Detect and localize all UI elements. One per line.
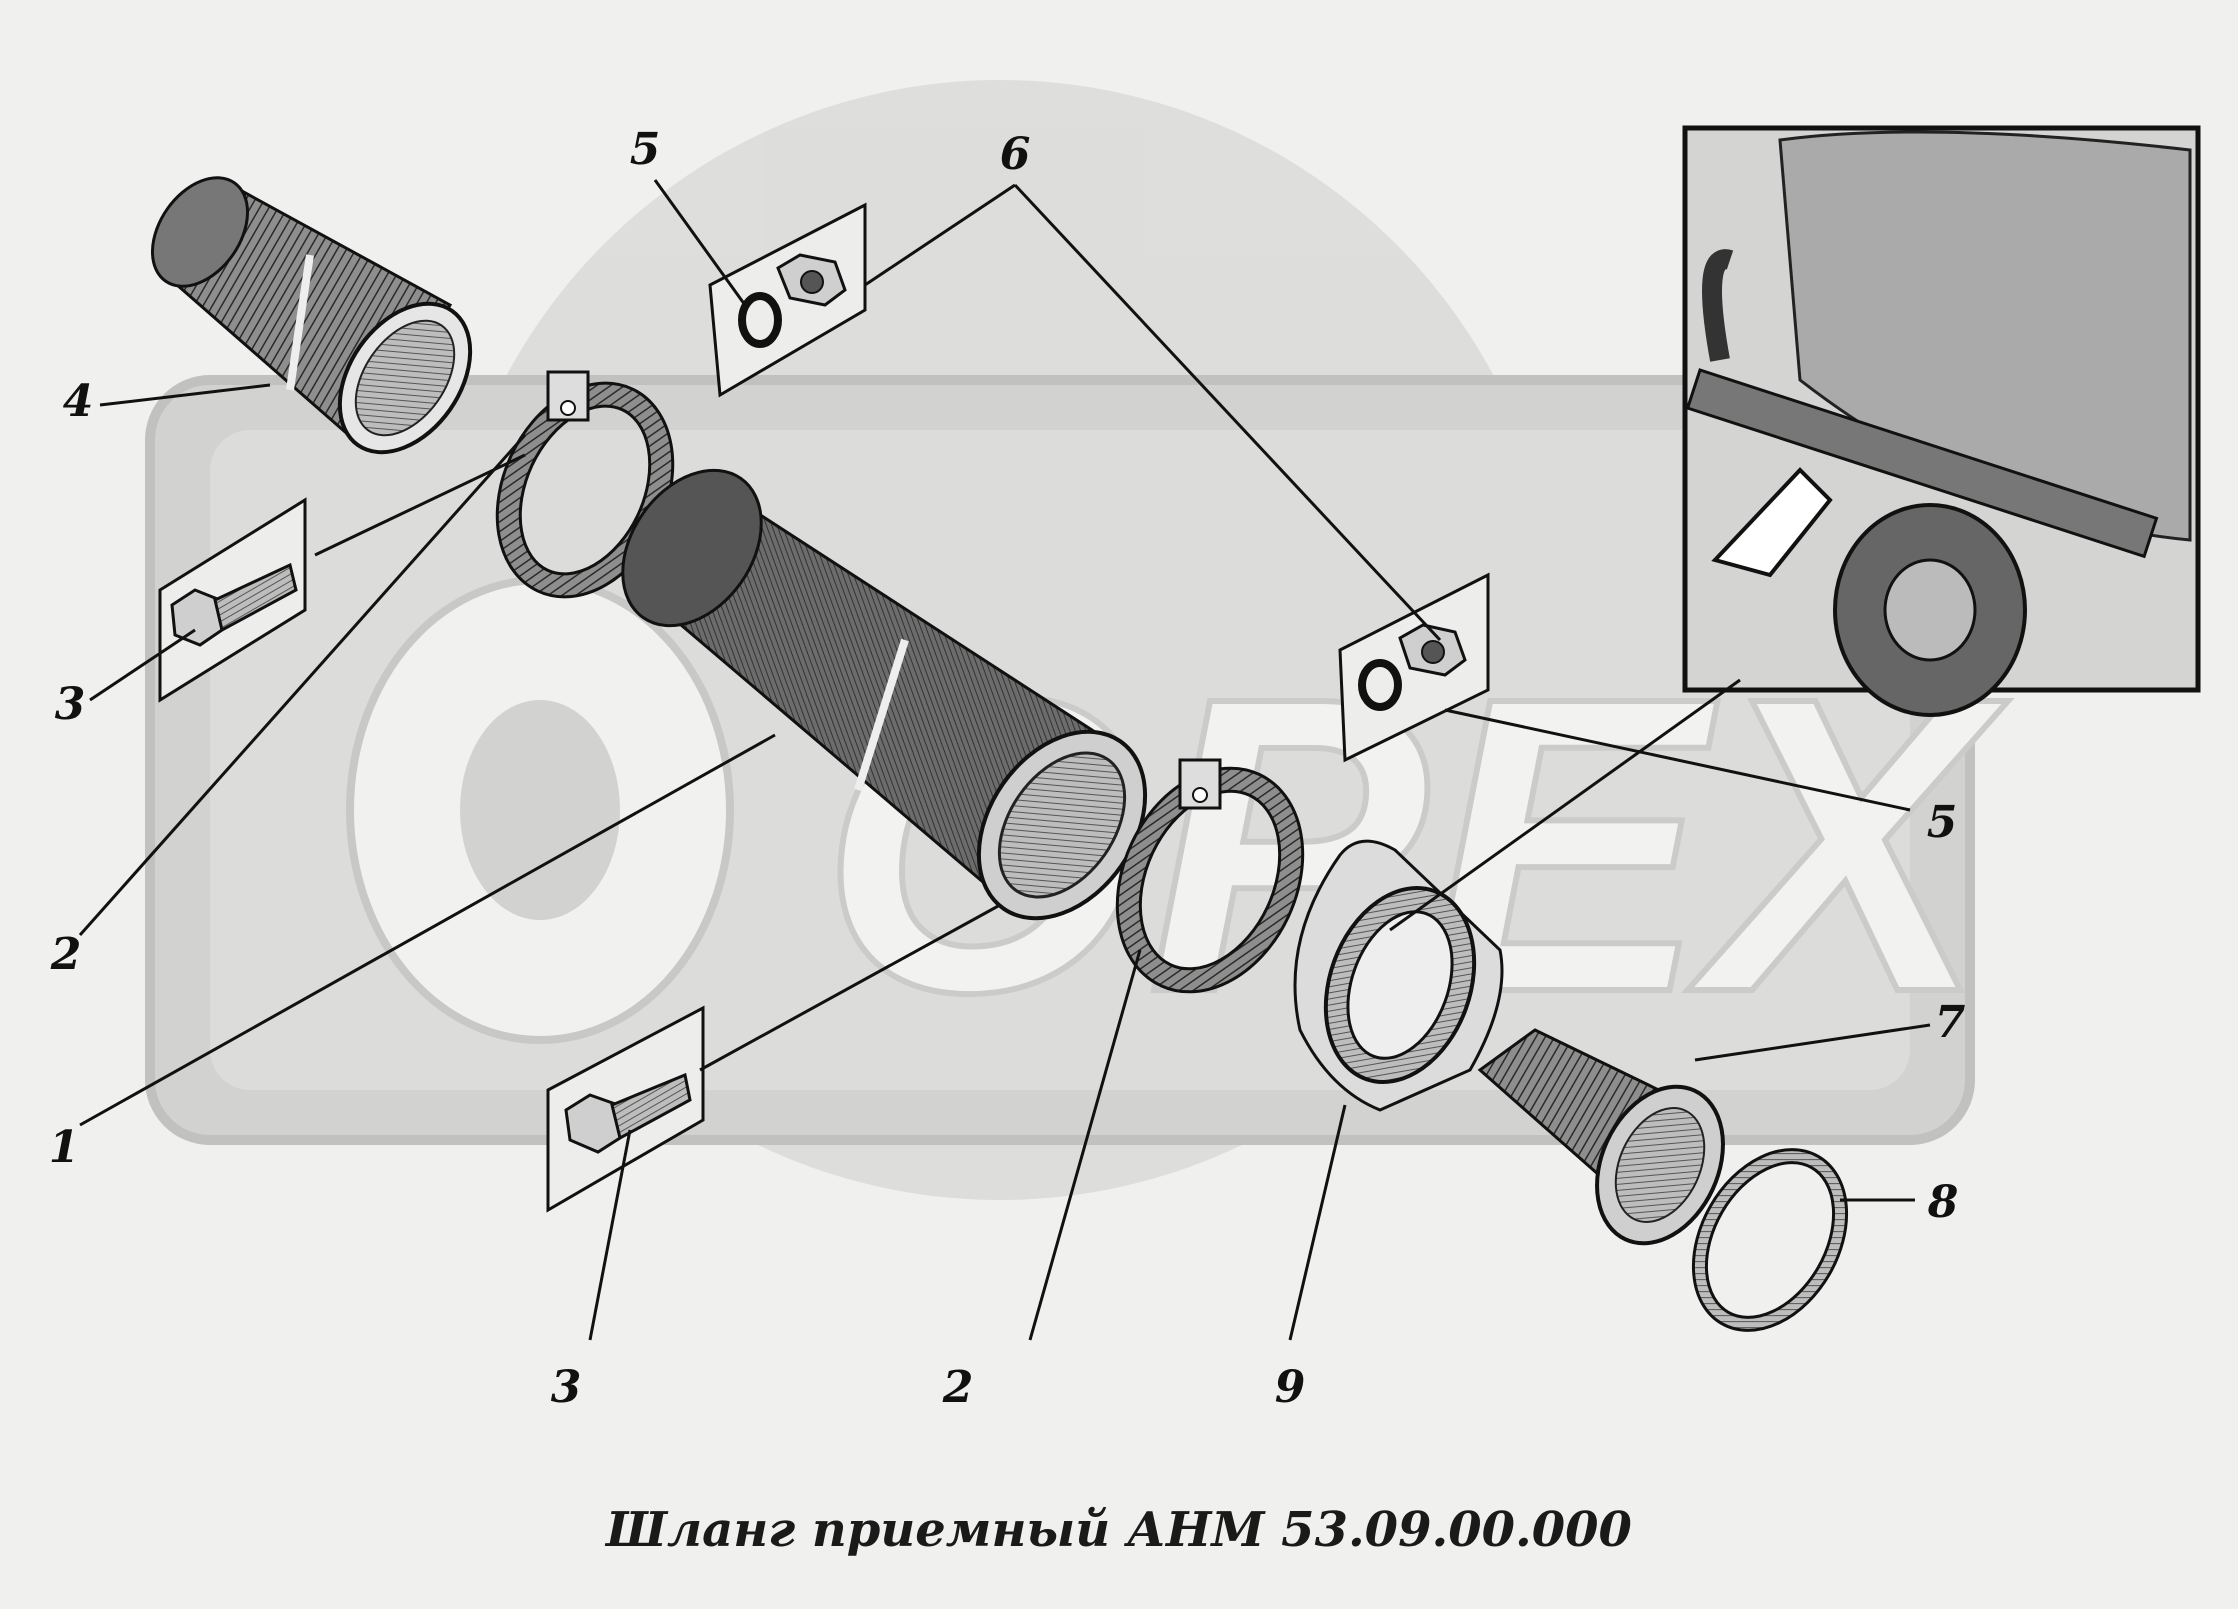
callout-6: 6 (999, 129, 1031, 180)
lock-washer-icon (738, 292, 782, 348)
sleeve-icon (150, 176, 473, 455)
callout-2-bottom: 2 (942, 1362, 974, 1413)
callout-5-lower: 5 (1926, 797, 1958, 848)
hose-clamp-icon (1115, 758, 1305, 994)
diagram-title: Шланг приемный АНМ 53.09.00.000 (606, 1502, 1632, 1558)
bolt-icon (158, 497, 307, 703)
hex-nut-icon (1398, 623, 1467, 677)
bolt-icon (546, 1005, 705, 1213)
callout-3-upper: 3 (54, 679, 86, 730)
callout-1: 1 (48, 1122, 80, 1173)
gasket-ring-icon (1691, 1148, 1849, 1332)
callout-9: 9 (1274, 1362, 1306, 1413)
vehicle-location-inset-icon (1682, 125, 2201, 717)
washer-nut-inset (1338, 572, 1490, 763)
union-nut-icon (1293, 839, 1504, 1112)
leader-lines (78, 179, 1931, 1341)
callout-8: 8 (1927, 1177, 1959, 1228)
hose-icon (621, 468, 1148, 921)
hex-nut-icon (776, 253, 847, 307)
callout-2-left: 2 (50, 929, 82, 980)
lock-washer-icon (1358, 659, 1402, 711)
callout-7: 7 (1934, 997, 1966, 1048)
callout-4: 4 (62, 376, 94, 427)
callout-3-lower: 3 (550, 1362, 582, 1413)
threaded-fitting-icon (1477, 1028, 1725, 1246)
washer-nut-inset (708, 202, 867, 398)
callout-5-upper: 5 (629, 124, 661, 175)
